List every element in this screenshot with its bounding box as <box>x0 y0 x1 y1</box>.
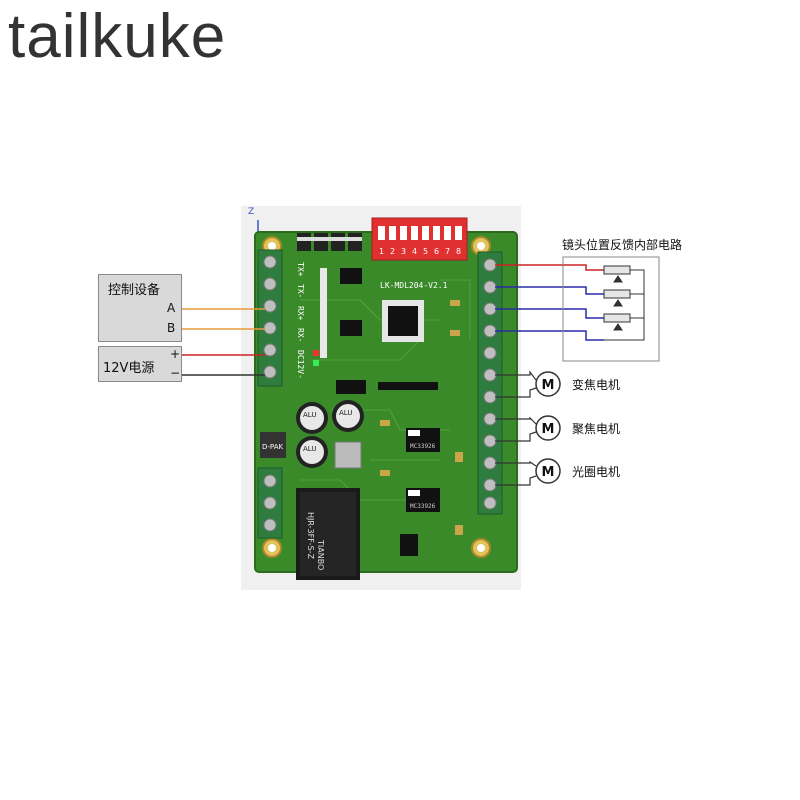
feedback-box <box>562 256 660 362</box>
brand-wordmark: tailkuke <box>8 2 227 71</box>
svg-text:Z: Z <box>248 207 254 217</box>
terminal-label: RX- <box>296 328 305 342</box>
capacitor-label: ALU <box>303 411 316 419</box>
dip-number-5: 5 <box>423 247 428 256</box>
relay-model-label: HJR-3FF-S-Z <box>306 512 315 560</box>
left-wires <box>182 308 265 376</box>
power-minus-label: − <box>170 366 181 380</box>
dip-number-6: 6 <box>434 247 439 256</box>
small-ics <box>336 268 438 556</box>
motor-icon-symbol: M <box>542 465 555 480</box>
potentiometers <box>603 265 645 341</box>
regulator <box>334 441 362 469</box>
motor-icon-symbol: M <box>542 422 555 437</box>
power-plus-label: + <box>170 347 181 361</box>
driver-chip-label: MC33926 <box>410 443 436 450</box>
pin-b-label: B <box>167 321 176 335</box>
driver-chip-label: MC33926 <box>410 503 436 510</box>
mcu-chip <box>382 300 424 342</box>
board-model-label: LK-MDL204-V2.1 <box>380 281 448 290</box>
terminal-label: TX+ <box>296 262 305 277</box>
zoom-motor-label: 变焦电机 <box>572 378 621 392</box>
feedback-circuit-label: 镜头位置反馈内部电路 <box>562 238 683 252</box>
dip-number-1: 1 <box>379 247 384 256</box>
power-box <box>98 346 182 382</box>
driver-chip-1 <box>406 428 440 452</box>
capacitor-label: ALU <box>339 409 352 417</box>
dip-number-8: 8 <box>456 247 461 256</box>
top-jumpers <box>297 233 362 251</box>
focus-motor-label: 聚焦电机 <box>572 422 621 436</box>
motor-icon-symbol: M <box>542 378 555 393</box>
dip-number-2: 2 <box>390 247 395 256</box>
dip-number-7: 7 <box>445 247 450 256</box>
capacitor-label: ALU <box>303 445 316 453</box>
left-terminal-block <box>257 249 283 387</box>
dpak-component <box>260 432 286 458</box>
dpak-label: D-PAK <box>262 443 283 451</box>
dip-number-4: 4 <box>412 247 417 256</box>
relay <box>296 488 360 580</box>
motor-icons <box>535 371 561 484</box>
passive-components <box>380 300 463 535</box>
right-terminal-block <box>477 251 503 515</box>
control-device-label: 控制设备 <box>108 283 161 298</box>
power-label: 12V电源 <box>103 361 155 376</box>
left-terminal-block-lower <box>257 467 283 539</box>
iris-motor-label: 光圈电机 <box>572 465 621 479</box>
terminal-label: TX- <box>296 284 305 298</box>
mount-holes <box>262 236 491 558</box>
terminal-label: DC12V- <box>296 350 305 379</box>
feedback-wires <box>495 264 604 341</box>
driver-chip-2 <box>406 488 440 512</box>
pin-a-label: A <box>167 301 176 315</box>
capacitors <box>296 400 364 468</box>
relay-brand-label: TIANBO <box>316 539 325 570</box>
control-device-box <box>98 274 182 342</box>
dip-number-3: 3 <box>401 247 406 256</box>
motor-wires <box>495 370 537 486</box>
led-column <box>313 268 327 366</box>
terminal-label: RX+ <box>296 306 305 321</box>
